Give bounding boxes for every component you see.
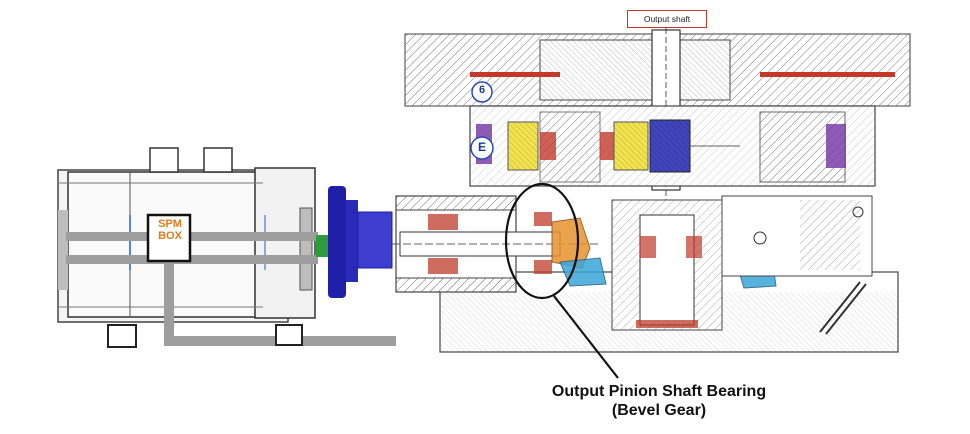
- motor-foot-left: [107, 324, 137, 348]
- bearing-red-left: [540, 132, 556, 160]
- callout-line1: Output Pinion Shaft Bearing: [551, 383, 767, 400]
- callout-line2: (Bevel Gear): [611, 402, 707, 419]
- gearbox-section: [392, 28, 911, 379]
- bearing-red-input-top: [428, 214, 458, 230]
- motor-shaft-bar-lower: [66, 255, 318, 264]
- marker-e-label: E: [477, 140, 486, 154]
- spm-label-line2: BOX: [158, 230, 182, 242]
- coupling-green-hub: [316, 235, 328, 257]
- callout-text: Output Pinion Shaft Bearing (Bevel Gear): [506, 382, 812, 420]
- bearing-red-mid: [600, 132, 614, 160]
- motor-left-flange: [58, 210, 68, 290]
- bearing-red-lower-right: [686, 236, 702, 258]
- coupling: [316, 186, 393, 298]
- callout-leader: [553, 295, 619, 379]
- output-shaft-label: Output shaft: [627, 10, 707, 28]
- marker-6-label: 6: [478, 84, 486, 96]
- motor-terminal-box-right: [203, 147, 233, 173]
- coupling-input-block: [357, 211, 393, 269]
- motor-shaft-bar-upper: [66, 232, 318, 241]
- bearing-red-lower-bottom: [636, 320, 698, 328]
- bevel-gear-left: [559, 257, 607, 287]
- motor-right-flange: [299, 207, 313, 291]
- callout-ellipse: [504, 182, 580, 300]
- bearing-red-input-bottom: [428, 258, 458, 274]
- motor-terminal-box-left: [149, 147, 179, 173]
- motor-foot-right: [275, 324, 303, 346]
- marker-e-circle: [470, 136, 494, 160]
- oil-line-left: [470, 72, 560, 77]
- bearing-red-lower-left: [640, 236, 656, 258]
- sensor-cable-vertical: [164, 258, 174, 344]
- gear-purple-right: [826, 124, 846, 168]
- coupling-navy-flange: [328, 186, 346, 298]
- marker-6-circle: [471, 81, 493, 103]
- spm-label-line1: SPM: [158, 218, 182, 230]
- spm-box-label: SPM BOX: [150, 218, 190, 242]
- bearing-red-pinion-top: [534, 212, 552, 226]
- bearing-red-pinion-bottom: [534, 260, 552, 274]
- spm-box: [146, 213, 192, 263]
- motor-assembly: [57, 147, 396, 348]
- coupling-blue-sleeve: [346, 200, 358, 282]
- oil-line-right: [760, 72, 895, 77]
